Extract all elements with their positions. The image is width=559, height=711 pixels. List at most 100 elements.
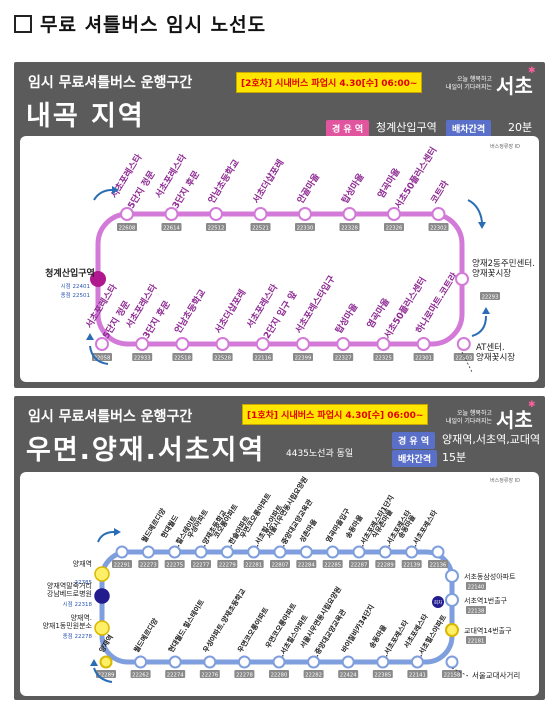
stop-name: 염곡마을	[364, 296, 392, 330]
stop-code: 22303	[455, 355, 472, 361]
stop-code-bg	[339, 223, 360, 231]
stop-name: 서초역1번출구	[464, 596, 508, 605]
stop-name: 서초동삼성아파트	[464, 572, 516, 581]
stop-code-bg	[243, 560, 264, 568]
stop-marker	[203, 655, 217, 669]
route-panel-umyeon: 임시 무료셔틀버스 운행구간 [1호차] 시내버스 파업시 4.30[수] 06…	[14, 396, 545, 700]
stop-code: 22807	[272, 562, 289, 568]
stop-name-group: 안골마을	[294, 171, 322, 205]
stop-code-bg	[466, 636, 486, 644]
terminal-name: 양재2동주민센터.양재꽃시장	[472, 258, 535, 279]
stop-name-line: 양재역.	[70, 613, 92, 622]
stop-code: 22301	[415, 355, 432, 361]
page-title-text: 무료 셔틀버스 임시 노선도	[40, 14, 267, 36]
stop-marker	[341, 655, 355, 669]
stop-name: 서초더샵포레	[250, 157, 287, 205]
stop-name-group: 서초포레스타.서초힐스아파트	[402, 612, 449, 658]
stop-code: 22279	[219, 562, 236, 568]
stop-code-bg	[212, 353, 233, 361]
stop-code-bg	[407, 670, 428, 678]
stop-code-bg	[338, 670, 359, 678]
stop-code: 시점 22318	[63, 601, 93, 608]
stop-code-bg	[428, 560, 448, 568]
stop-name: 염곡마을	[375, 166, 403, 200]
stop-code-bg	[303, 670, 324, 678]
interval-value: 15분	[442, 451, 467, 464]
stop-code-bg	[217, 560, 238, 568]
stop-code: 22277	[193, 562, 210, 568]
stop-marker	[194, 545, 208, 559]
stop-code: 22385	[374, 672, 391, 678]
route-panel-naegok: 임시 무료셔틀버스 운행구간 [2호차] 시내버스 파업시 4.30[수] 06…	[14, 62, 545, 388]
stop-name: 양재역.양재1동민원분소	[42, 613, 92, 630]
brand-logo: 서초	[496, 74, 533, 98]
stop-code: 22136	[430, 562, 447, 568]
stop-marker	[342, 207, 357, 221]
stop-code-bg	[466, 582, 486, 590]
region-title: 내곡 지역	[26, 101, 145, 132]
stop-code: 22512	[208, 225, 225, 231]
terminal-name: AT센터.양재꽃시장	[476, 342, 515, 363]
turnaround-badge	[432, 596, 444, 608]
stop-marker	[376, 655, 390, 669]
stop-marker	[94, 566, 110, 582]
stop-marker	[134, 655, 148, 669]
stop-name: 언남초등학교	[172, 287, 209, 335]
turnaround-badge-text: 회차	[434, 599, 443, 606]
stop-marker	[272, 655, 286, 669]
stop-name: 양재역	[73, 559, 92, 568]
stop-code: 22138	[468, 608, 485, 614]
stop-name: 서초더샵포레	[212, 287, 249, 335]
via-station-tag: 경 유 역	[392, 432, 436, 449]
stop-name-group: 탑성마을	[333, 301, 361, 335]
stop-marker	[455, 272, 469, 286]
star-icon: ✱	[528, 400, 536, 410]
stop-name-group: 송동마을.서초포레스타	[367, 618, 411, 658]
stop-code-bg	[130, 670, 151, 678]
stop-name: 탑성마을	[333, 301, 361, 335]
stop-marker	[445, 593, 459, 607]
stop-code: 22608	[119, 225, 136, 231]
terminal-name: 서울교대사거리	[472, 671, 520, 680]
terminal-code: 종점 22501	[61, 292, 90, 299]
stop-code-bg	[453, 353, 474, 361]
stop-name: 탑성마을	[339, 171, 367, 205]
checkbox-icon[interactable]	[14, 14, 32, 33]
stop-code: 22285	[324, 562, 341, 568]
stop-marker	[296, 337, 310, 351]
direction-arrow	[93, 189, 113, 201]
direction-arrow-head	[114, 528, 121, 536]
stop-code-bg	[112, 560, 132, 568]
stop-marker	[405, 545, 419, 559]
stop-marker	[299, 545, 313, 559]
stop-marker	[431, 207, 446, 221]
stop-marker	[255, 337, 270, 351]
stop-marker	[307, 655, 321, 669]
stop-code-bg	[293, 353, 313, 361]
stop-marker	[247, 545, 261, 559]
via-station-value: 청계산입구역	[376, 121, 437, 134]
stop-code-bg	[132, 353, 153, 361]
stop-code-bg	[269, 670, 289, 678]
stop-marker	[298, 207, 312, 221]
stop-code: 22330	[297, 225, 314, 231]
page-title: 무료 셔틀버스 임시 노선도	[14, 10, 266, 37]
stop-marker	[175, 337, 190, 351]
stop-name: .서초포레스타	[381, 618, 411, 658]
stop-marker	[410, 655, 424, 669]
stop-code-bg	[199, 670, 220, 678]
stop-code: 22140	[468, 584, 485, 590]
stop-code: 22139	[403, 562, 420, 568]
stop-code-bg	[206, 223, 226, 231]
stop-marker	[220, 545, 234, 559]
stop-marker	[164, 207, 179, 221]
stop-code-note: 버스정류장 ID	[490, 143, 520, 150]
stop-code-bg	[373, 353, 394, 361]
stop-name-group: 서초더샵포레	[212, 287, 249, 335]
stop-marker	[95, 337, 109, 351]
